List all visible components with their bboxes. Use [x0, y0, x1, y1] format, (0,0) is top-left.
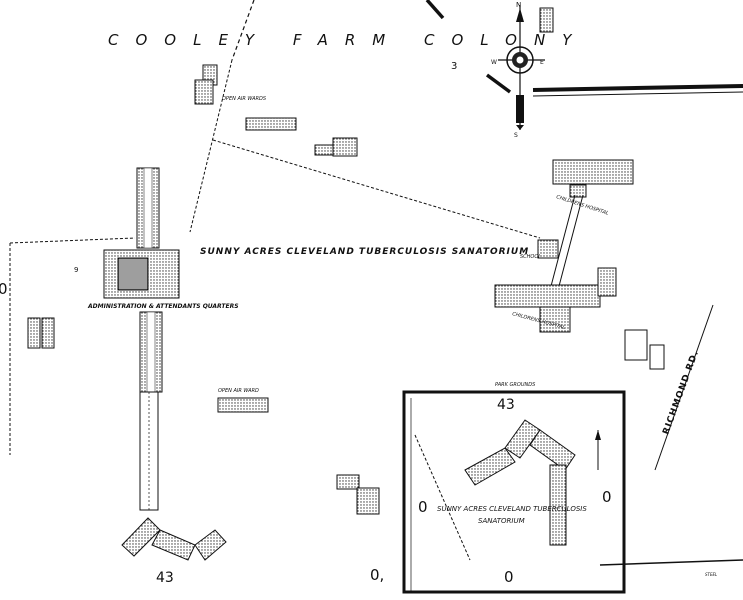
steel-label: STEEL: [705, 572, 717, 577]
bottom-wing: [121, 517, 227, 561]
building-cluster-mid-top: [314, 137, 358, 157]
inset-sanatorium-line2: SANATORIUM: [478, 517, 525, 525]
open-air-wards-building: [194, 64, 297, 131]
inset-zero-left: 0: [418, 498, 428, 516]
building-right-1: [624, 329, 648, 361]
compass-s: S: [514, 132, 518, 139]
inset-map: [402, 390, 626, 594]
left-zero: 0: [0, 280, 8, 298]
right-boundary-thick: [532, 84, 743, 92]
park-grounds-label: PARK GROUNDS: [495, 382, 536, 388]
compass-rose-icon: [498, 5, 545, 130]
richmond-road-label: RICHMOND RD.: [661, 349, 701, 436]
diagonal-boundary-2: [212, 139, 541, 239]
childrens-hospital-top-building: [552, 159, 634, 198]
zero-bottom: 0,: [370, 566, 384, 584]
top-road-thick-2: [485, 73, 512, 94]
sheet-number: 3: [451, 61, 457, 72]
building-left-2: [41, 317, 55, 349]
left-nine: 9: [74, 266, 78, 274]
right-boundary-thin: [532, 91, 743, 97]
richmond-road-edge-1: [654, 304, 714, 471]
connector: [549, 194, 576, 291]
map-title: COOLEY FARM COLONY: [108, 31, 588, 49]
compass-n: N: [516, 1, 521, 9]
building-cluster-bottom: [336, 474, 380, 515]
bottom-right-boundary: [599, 559, 743, 566]
compass-e: E: [540, 59, 544, 66]
building-left-1: [27, 317, 41, 349]
connector-2: [557, 194, 584, 291]
childrens-hospital-bottom-building: [494, 239, 617, 333]
building-right-2: [649, 344, 665, 370]
compass-w: W: [491, 59, 497, 66]
inset-zero-right: 0: [602, 488, 612, 506]
inset-sanatorium-line1: SUNNY ACRES CLEVELAND TUBERCULOSIS: [437, 505, 587, 513]
open-air-wards-label: OPEN AIR WARDS: [222, 96, 267, 102]
administration-label: ADMINISTRATION & ATTENDANTS QUARTERS: [87, 303, 239, 310]
open-air-ward-building: [217, 397, 269, 413]
inset-diagonal: [414, 434, 471, 561]
building-top-right: [539, 7, 554, 33]
left-dashed-boundary: [9, 237, 136, 244]
main-corridor: [103, 167, 180, 511]
diagonal-boundary: [189, 59, 233, 233]
top-road-thick: [425, 0, 445, 20]
block-43-inset: 43: [497, 397, 515, 413]
block-43-bottom: 43: [156, 570, 174, 586]
top-left-road: [231, 0, 255, 61]
inset-zero-bottom: 0: [504, 568, 514, 586]
sanatorium-label: SUNNY ACRES CLEVELAND TUBERCULOSIS SANAT…: [200, 247, 529, 257]
open-air-ward-label: OPEN AIR WARD: [218, 388, 259, 394]
school-label: SCHOOL: [520, 254, 541, 260]
